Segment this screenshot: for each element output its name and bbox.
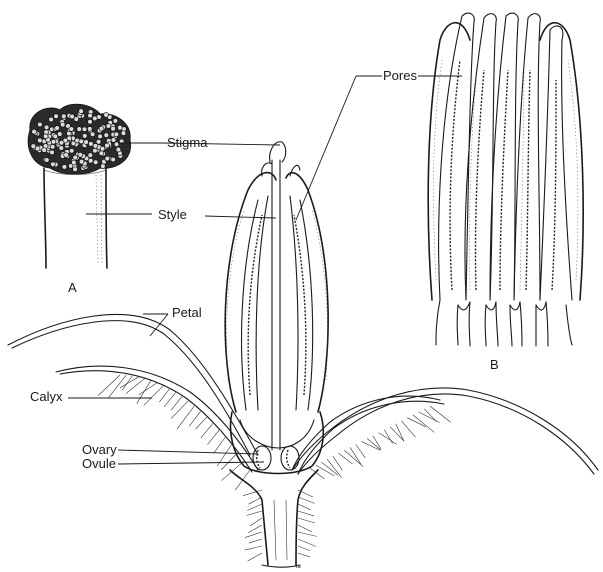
panel-b-anther-detail bbox=[428, 13, 583, 346]
ovary-label: Ovary bbox=[82, 443, 117, 456]
pores-label: Pores bbox=[383, 69, 417, 82]
svg-text:ia: ia bbox=[296, 564, 301, 570]
petal-label: Petal bbox=[172, 306, 202, 319]
style-label: Style bbox=[158, 208, 187, 221]
panel-b-label: B bbox=[490, 358, 499, 371]
stigma-label: Stigma bbox=[167, 136, 207, 149]
petal-leader-elbow bbox=[150, 314, 168, 336]
pores-leader-main bbox=[296, 76, 382, 220]
flower-longitudinal-section: ia bbox=[8, 142, 598, 570]
calyx-label: Calyx bbox=[30, 390, 63, 403]
style-leader bbox=[205, 216, 276, 218]
ovule-label: Ovule bbox=[82, 457, 116, 470]
panel-a-label: A bbox=[68, 281, 77, 294]
